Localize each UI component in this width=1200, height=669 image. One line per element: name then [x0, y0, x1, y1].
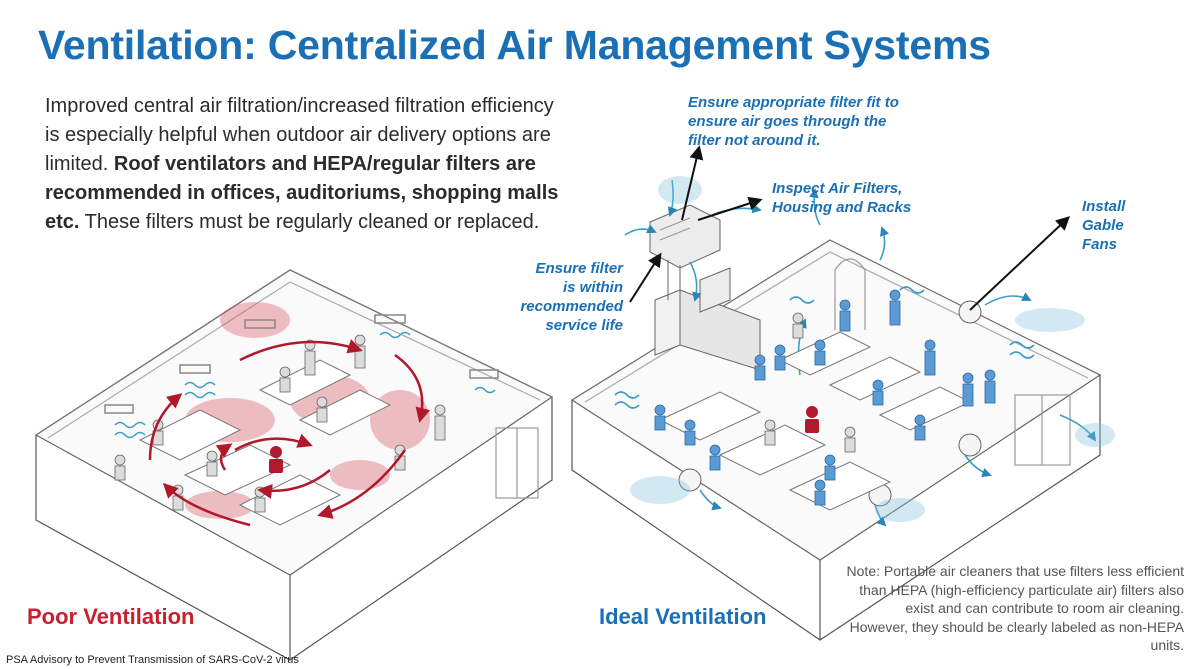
recirculation-arrows — [148, 339, 431, 527]
poor-wall-vents — [104, 314, 499, 439]
callout-service-line1: Ensure filter — [535, 260, 623, 277]
ideal-ventilation-label: Ideal Ventilation — [599, 604, 767, 629]
callout-gable-line3: Fans — [1082, 236, 1118, 253]
central-air-unit — [649, 204, 761, 371]
poor-ventilation-label: Poor Ventilation — [27, 604, 195, 629]
callout-gable-line1: Install — [1082, 198, 1126, 215]
callout-service-line3: recommended — [520, 298, 623, 315]
callout-arrows — [629, 145, 1071, 311]
callout-inspect-filters: Inspect Air Filters, Housing and Racks — [772, 179, 911, 217]
callout-service-line4: service life — [545, 317, 623, 334]
portable-cleaner-note: Note: Portable air cleaners that use fil… — [846, 563, 1184, 653]
callout-filter-fit-line1: Ensure appropriate filter fit to — [688, 94, 899, 111]
ideal-dispersed-air — [630, 176, 1115, 522]
poor-ventilation-room — [34, 269, 554, 661]
intro-paragraph: Improved central air filtration/increase… — [45, 92, 565, 237]
callout-gable-fans: Install Gable Fans — [1082, 197, 1125, 254]
poor-people — [114, 334, 446, 513]
callout-inspect-line2: Housing and Racks — [772, 199, 912, 216]
intro-text-1: Improved central air filtration/increase… — [45, 95, 554, 175]
callout-filter-fit: Ensure appropriate filter fit to ensure … — [688, 93, 899, 150]
intro-text-2: These filters must be regularly cleaned … — [79, 211, 540, 233]
callout-filter-fit-line2: ensure air goes through the — [688, 113, 887, 130]
poor-desks — [138, 359, 392, 526]
intro-text-bold: Roof ventilators and HEPA/regular filter… — [45, 153, 559, 233]
footer-source: PSA Advisory to Prevent Transmission of … — [6, 654, 299, 666]
callout-service-life: Ensure filter is within recommended serv… — [500, 259, 623, 335]
ideal-infected-person — [805, 406, 819, 433]
callout-filter-fit-line3: filter not around it. — [688, 132, 821, 149]
callout-inspect-line1: Inspect Air Filters, — [772, 180, 903, 197]
callout-gable-line2: Gable — [1082, 217, 1124, 234]
ideal-neutral-people — [764, 312, 856, 453]
gable-fans — [678, 300, 982, 507]
callout-service-line2: is within — [563, 279, 623, 296]
infected-person — [269, 446, 283, 473]
ideal-people — [654, 289, 996, 506]
page-title: Ventilation: Centralized Air Management … — [38, 22, 991, 68]
